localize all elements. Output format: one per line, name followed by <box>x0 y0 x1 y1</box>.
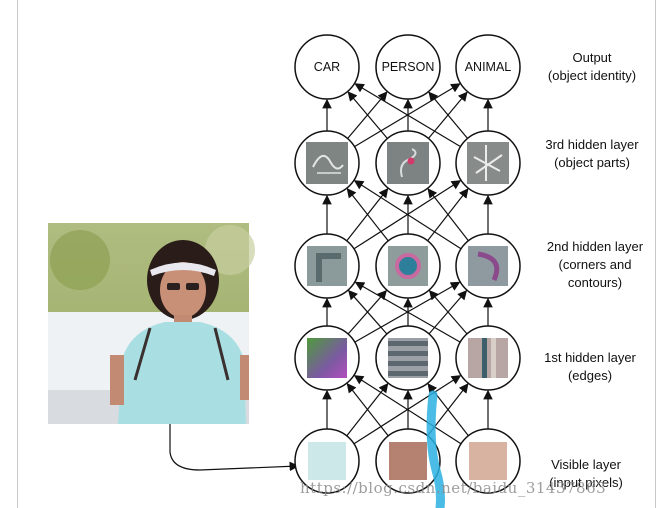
input-pixel-thumbnail <box>389 442 427 480</box>
hidden2-layer-subtitle-2: contours) <box>567 275 623 290</box>
watermark-text: https://blog.csdn.net/baidu_31437863 <box>300 479 607 497</box>
contour-feature-thumbnail <box>468 246 508 286</box>
input-pixel-thumbnail <box>469 442 507 480</box>
hidden3-layer-label: 3rd hidden layer (object parts) <box>522 136 662 172</box>
connection-arrow <box>346 382 389 437</box>
output-node-animal-label: ANIMAL <box>465 60 512 74</box>
connection-arrow <box>428 91 468 139</box>
output-node <box>455 34 521 100</box>
edge-stripe <box>388 351 428 356</box>
edge-feature-thumbnail <box>307 338 347 378</box>
nodes-group <box>294 34 521 494</box>
object-part-thumbnail <box>306 142 348 184</box>
output-node <box>294 34 360 100</box>
output-node-person-label: PERSON <box>382 60 435 74</box>
output-node-car-label: CAR <box>314 60 340 74</box>
right-border <box>655 0 656 508</box>
edge-feature-thumbnail <box>468 338 508 378</box>
connection-arrow <box>428 289 468 335</box>
edge-stripe <box>491 338 496 378</box>
object-part-thumbnail <box>387 142 429 184</box>
hidden2-layer-title: 2nd hidden layer <box>546 239 644 254</box>
hidden1-layer-label: 1st hidden layer (edges) <box>520 349 660 385</box>
object-part-shape <box>312 155 344 170</box>
contour-shape <box>395 253 421 279</box>
hidden3-layer-title: 3rd hidden layer <box>545 137 639 152</box>
corner-shape <box>316 253 341 282</box>
edge-stripe <box>388 341 428 346</box>
connection-arrow <box>427 188 469 242</box>
hidden1-layer-subtitle: (edges) <box>567 368 613 383</box>
output-layer-subtitle: (object identity) <box>547 68 637 83</box>
visible-layer-label: Visible layer (input pixels) <box>516 456 656 492</box>
hidden2-layer-subtitle-1: (corners and <box>558 257 632 272</box>
output-layer-label: Output (object identity) <box>522 49 662 85</box>
connection-arrow <box>353 375 462 445</box>
hidden3-layer-subtitle: (object parts) <box>554 155 630 170</box>
connection-arrows <box>322 83 493 445</box>
input-photo <box>48 223 255 424</box>
object-part-shape <box>407 157 415 165</box>
edge-stripe <box>388 361 428 366</box>
visible-layer-title: Visible layer <box>551 457 621 472</box>
connection-arrow <box>346 187 389 242</box>
output-node <box>375 34 441 100</box>
hidden2-layer-label: 2nd hidden layer (corners and contours) <box>525 238 665 292</box>
left-border <box>17 0 18 508</box>
connection-arrow <box>354 83 461 148</box>
output-layer-title: Output <box>572 50 612 65</box>
input-pixel-thumbnail <box>308 442 346 480</box>
object-part-shape <box>473 145 503 181</box>
connection-arrow <box>347 91 388 139</box>
object-part-thumbnail <box>467 142 509 184</box>
edge-stripe <box>388 371 428 376</box>
edge-stripe <box>482 338 487 378</box>
visible-layer-subtitle: (input pixels) <box>549 475 623 490</box>
connection-arrow <box>348 289 388 335</box>
corner-feature-thumbnail <box>307 246 347 286</box>
contour-shape <box>477 251 500 282</box>
connection-arrow <box>353 180 462 250</box>
highlight-stroke <box>426 390 445 508</box>
connection-arrow <box>354 281 461 343</box>
photo-to-input-arrow <box>169 424 300 472</box>
hidden1-layer-title: 1st hidden layer <box>544 350 636 365</box>
